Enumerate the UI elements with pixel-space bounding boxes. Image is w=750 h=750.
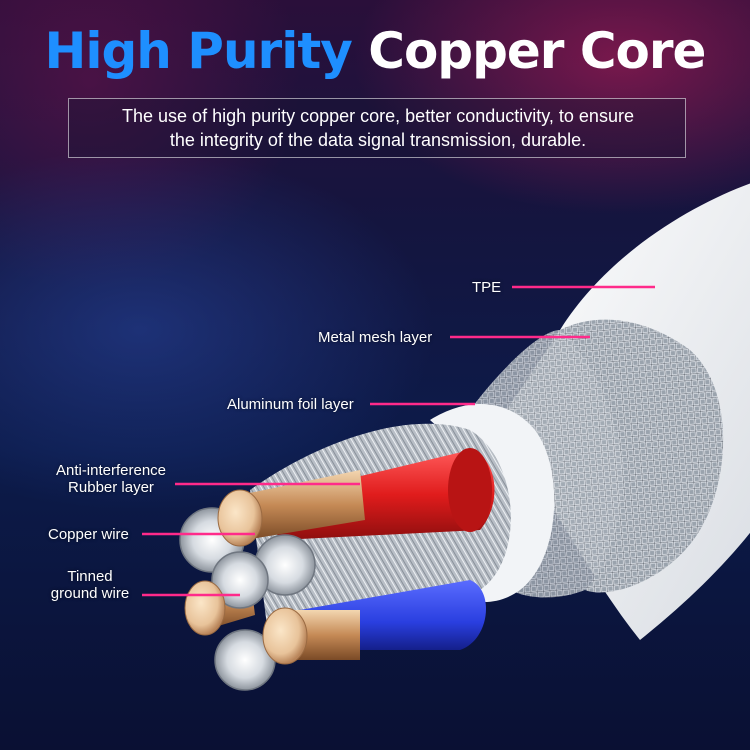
copper-core-end (262, 607, 308, 665)
label-tpe: TPE (472, 279, 502, 296)
description-box: The use of high purity copper core, bett… (68, 98, 686, 158)
description-line-1: The use of high purity copper core, bett… (122, 106, 634, 126)
metal-mesh-layer (560, 319, 724, 593)
copper-core-end (217, 489, 263, 547)
label-copper-wire: Copper wire (48, 526, 129, 543)
description-line-2: the integrity of the data signal transmi… (169, 130, 587, 150)
leader-lines (142, 285, 655, 597)
headline-rest: Copper Core (368, 22, 706, 80)
headline: High Purity Copper Core (0, 22, 750, 80)
label-aluminum-foil: Aluminum foil layer (227, 396, 354, 413)
label-tinned-ground-wire: Tinned ground wire (50, 568, 130, 602)
headline-highlight: High Purity (44, 22, 353, 80)
copper-core-end (184, 580, 226, 636)
label-metal-mesh: Metal mesh layer (318, 329, 433, 346)
label-anti-interference: Anti-interference Rubber layer (55, 462, 167, 496)
